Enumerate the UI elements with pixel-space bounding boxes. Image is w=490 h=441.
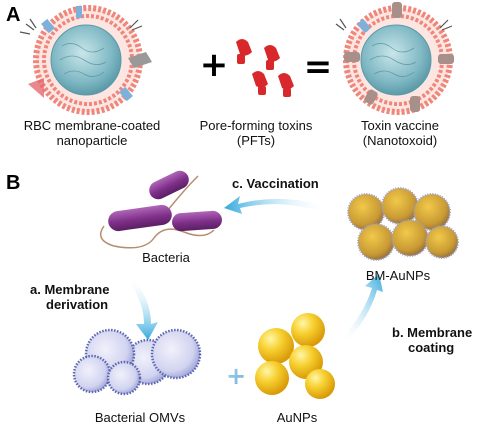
equals-a: =: [304, 47, 333, 87]
nanotoxoid: [335, 2, 454, 115]
label-aunps: AuNPs: [276, 410, 318, 425]
label-membrane-derivation: a. Membrane derivation: [30, 282, 109, 312]
label-rbc-line1: RBC membrane-coated: [23, 118, 161, 133]
label-vaccination: c. Vaccination: [232, 176, 319, 191]
label-membrane-derivation-line2: derivation: [46, 297, 109, 312]
label-nanotoxoid-line1: Toxin vaccine: [360, 118, 440, 133]
label-bacterial-omvs: Bacterial OMVs: [94, 410, 186, 425]
arrow-membrane-coating: [342, 274, 383, 342]
label-rbc-line2: nanoparticle: [56, 133, 128, 148]
rbc-nanoparticle: [19, 5, 152, 115]
label-pfts: Pore-forming toxins (PFTs): [190, 118, 322, 148]
label-membrane-coating: b. Membrane coating: [392, 325, 472, 355]
label-rbc-nanoparticle: RBC membrane-coated nanoparticle: [10, 118, 174, 148]
bacteria-image: [99, 170, 222, 249]
aunps-image: [255, 313, 335, 399]
label-pfts-line1: Pore-forming toxins: [199, 118, 313, 133]
plus-a: +: [200, 45, 229, 85]
arrow-membrane-derivation: [126, 276, 158, 340]
toxin-molecules: [236, 39, 294, 97]
label-membrane-derivation-line1: a. Membrane: [30, 282, 110, 297]
arrow-vaccination: [224, 196, 330, 214]
label-nanotoxoid: Toxin vaccine (Nanotoxoid): [350, 118, 450, 148]
panel-label-a: A: [6, 4, 21, 26]
panel-label-b: B: [6, 172, 21, 194]
label-nanotoxoid-line2: (Nanotoxoid): [362, 133, 438, 148]
label-pfts-line2: (PFTs): [236, 133, 276, 148]
label-bm-aunps: BM-AuNPs: [365, 268, 431, 283]
bacterial-omvs-image: [72, 328, 202, 396]
label-membrane-coating-line1: b. Membrane: [392, 325, 473, 340]
label-bacteria: Bacteria: [142, 250, 190, 265]
label-membrane-coating-line2: coating: [408, 340, 455, 355]
plus-b: +: [226, 362, 246, 390]
bm-aunps-image: [347, 187, 459, 261]
